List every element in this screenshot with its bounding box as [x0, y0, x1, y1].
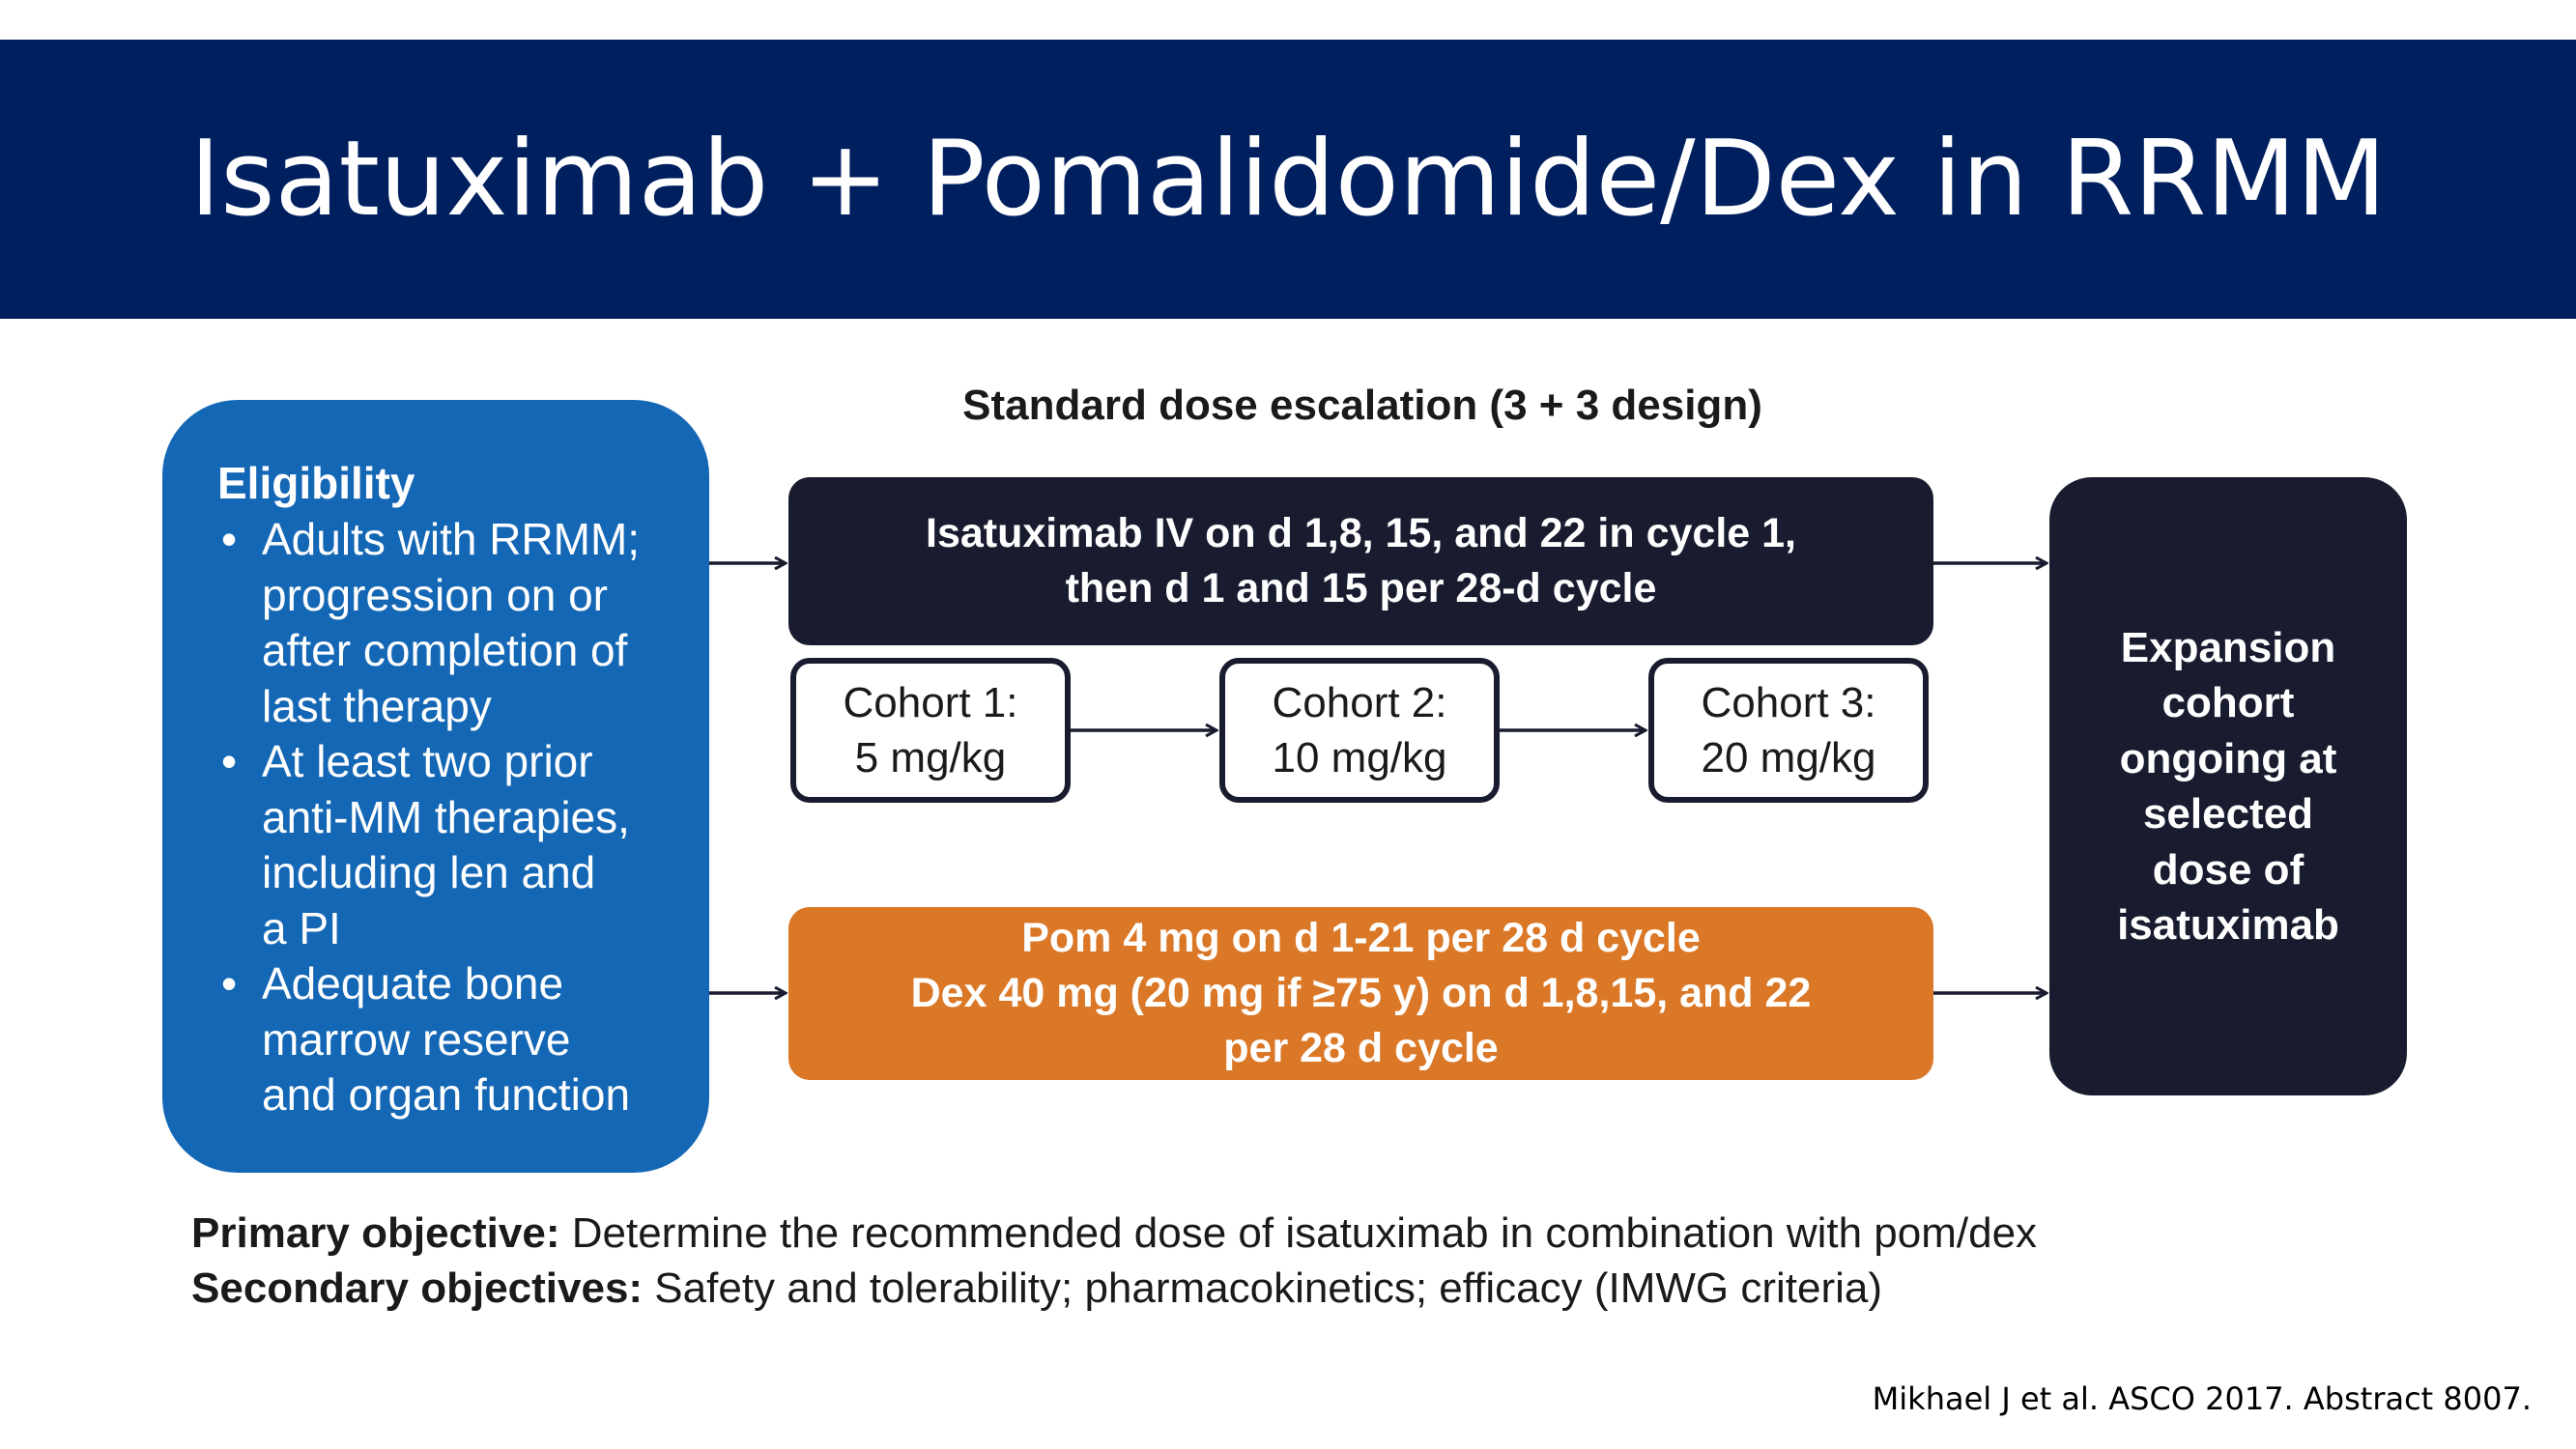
primary-objective-text: Determine the recommended dose of isatux…	[559, 1209, 2038, 1257]
title-bar	[0, 40, 2576, 319]
eligibility-heading: Eligibility	[217, 458, 415, 508]
primary-objective-label: Primary objective:	[191, 1209, 560, 1257]
cohort-1-box: Cohort 1: 5 mg/kg	[790, 658, 1071, 803]
expansion-cohort-box: Expansion cohort ongoing at selected dos…	[2049, 477, 2407, 1095]
eligibility-list: Adults with RRMM; progression on or afte…	[217, 512, 680, 1123]
expansion-line: dose of	[2152, 845, 2304, 894]
secondary-objectives-label: Secondary objectives:	[191, 1264, 644, 1312]
cohort-label: Cohort 2:	[1272, 679, 1447, 726]
isatuximab-line: Isatuximab IV on d 1,8, 15, and 22 in cy…	[926, 510, 1796, 556]
secondary-objectives: Secondary objectives: Safety and tolerab…	[191, 1261, 2414, 1316]
isatuximab-box: Isatuximab IV on d 1,8, 15, and 22 in cy…	[788, 477, 1933, 645]
cohort-label: Cohort 1:	[843, 679, 1018, 726]
cohort-dose: 10 mg/kg	[1272, 734, 1447, 781]
expansion-line: ongoing at	[2119, 734, 2337, 782]
expansion-line: selected	[2142, 790, 2314, 838]
pom-dex-line: per 28 d cycle	[1223, 1025, 1499, 1071]
cohort-3-box: Cohort 3: 20 mg/kg	[1648, 658, 1929, 803]
pom-dex-line: Pom 4 mg on d 1-21 per 28 d cycle	[1021, 915, 1701, 961]
expansion-line: cohort	[2161, 679, 2295, 726]
eligibility-item: At least two prior anti-MM therapies, in…	[217, 734, 680, 956]
pom-dex-box: Pom 4 mg on d 1-21 per 28 d cycle Dex 40…	[788, 907, 1933, 1080]
citation: Mikhael J et al. ASCO 2017. Abstract 800…	[1872, 1380, 2532, 1417]
eligibility-item: Adults with RRMM; progression on or afte…	[217, 512, 680, 734]
escalation-header: Standard dose escalation (3 + 3 design)	[962, 382, 1762, 429]
cohort-dose: 20 mg/kg	[1701, 734, 1876, 781]
pom-dex-line: Dex 40 mg (20 mg if ≥75 y) on d 1,8,15, …	[910, 970, 1812, 1016]
eligibility-box: Eligibility Adults with RRMM; progressio…	[162, 400, 709, 1173]
primary-objective: Primary objective: Determine the recomme…	[191, 1206, 2414, 1261]
secondary-objectives-text: Safety and tolerability; pharmacokinetic…	[643, 1264, 1883, 1312]
slide-title: Isatuximab + Pomalidomide/Dex in RRMM	[189, 119, 2387, 240]
isatuximab-line: then d 1 and 15 per 28-d cycle	[1065, 565, 1657, 611]
eligibility-item: Adequate bone marrow reserve and organ f…	[217, 956, 680, 1123]
cohort-dose: 5 mg/kg	[854, 734, 1007, 781]
expansion-line: isatuximab	[2117, 901, 2339, 949]
cohort-2-box: Cohort 2: 10 mg/kg	[1219, 658, 1500, 803]
cohort-label: Cohort 3:	[1701, 679, 1876, 726]
expansion-line: Expansion	[2120, 623, 2336, 671]
